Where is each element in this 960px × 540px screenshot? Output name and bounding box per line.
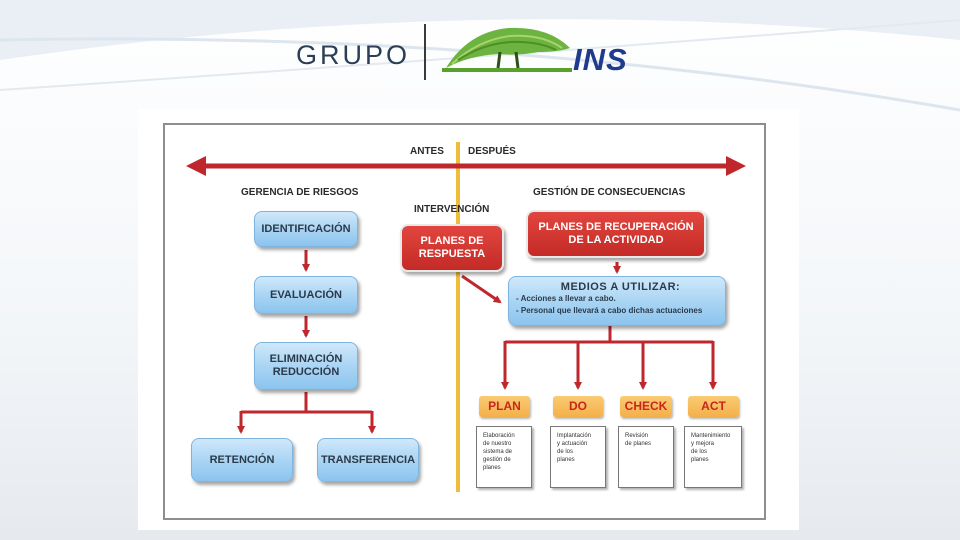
pdca-plan-note: Elaboración de nuestro sistema de gestió… bbox=[476, 426, 532, 488]
logo-separator bbox=[424, 24, 426, 80]
note-line: de los bbox=[557, 449, 574, 455]
box-medios-utilizar: MEDIOS A UTILIZAR: - Acciones a llevar a… bbox=[508, 276, 726, 326]
section-gerencia-riesgos: GERENCIA DE RIESGOS bbox=[241, 187, 359, 198]
pdca-check: CHECK bbox=[620, 396, 672, 417]
note-line: Mantenimiento bbox=[691, 433, 731, 439]
note-line: planes bbox=[483, 465, 501, 471]
note-line: planes bbox=[557, 457, 575, 463]
box-evaluacion-label: EVALUACIÓN bbox=[270, 288, 342, 301]
box-planes-recuperacion-line2: DE LA ACTIVIDAD bbox=[568, 234, 664, 246]
note-line: Elaboración bbox=[483, 433, 515, 439]
pdca-act-note: Mantenimiento y mejora de los planes bbox=[684, 426, 742, 488]
note-line: sistema de bbox=[483, 449, 513, 455]
box-retencion-label: RETENCIÓN bbox=[209, 453, 275, 466]
box-retencion: RETENCIÓN bbox=[191, 438, 293, 482]
note-line: y mejora bbox=[691, 441, 715, 447]
box-reduccion-label: REDUCCIÓN bbox=[272, 366, 340, 378]
medios-title: MEDIOS A UTILIZAR: bbox=[560, 281, 681, 293]
arrow-respuesta-medios bbox=[461, 274, 502, 304]
box-identificacion-label: IDENTIFICACIÓN bbox=[261, 222, 351, 235]
pdca-act: ACT bbox=[688, 396, 739, 417]
medios-item: - Acciones a llevar a cabo. bbox=[516, 294, 616, 303]
box-eliminacion-label: ELIMINACIÓN bbox=[269, 353, 343, 365]
box-identificacion: IDENTIFICACIÓN bbox=[254, 211, 358, 247]
tree-logo-icon bbox=[442, 27, 572, 72]
box-planes-respuesta: PLANES DE RESPUESTA bbox=[400, 224, 504, 272]
label-antes: ANTES bbox=[410, 146, 444, 157]
note-line: gestión de bbox=[483, 457, 511, 463]
pdca-do: DO bbox=[553, 396, 603, 417]
box-planes-recuperacion: PLANES DE RECUPERACIÓN DE LA ACTIVIDAD bbox=[526, 210, 706, 258]
box-planes-recuperacion-line1: PLANES DE RECUPERACIÓN bbox=[538, 221, 694, 233]
box-evaluacion: EVALUACIÓN bbox=[254, 276, 358, 314]
box-planes-respuesta-line1: PLANES DE bbox=[420, 235, 484, 247]
box-transferencia-label: TRANSFERENCIA bbox=[320, 453, 416, 466]
box-planes-respuesta-line2: RESPUESTA bbox=[418, 248, 486, 260]
note-line: y actuación bbox=[557, 441, 588, 447]
timeline-arrow-right-head bbox=[726, 156, 746, 176]
note-line: Revisión bbox=[625, 433, 649, 439]
section-intervencion: INTERVENCIÓN bbox=[414, 204, 490, 215]
note-line: de planes bbox=[625, 441, 652, 447]
pdca-check-note: Revisión de planes bbox=[618, 426, 674, 488]
box-eliminacion: ELIMINACIÓN REDUCCIÓN bbox=[254, 342, 358, 390]
label-despues: DESPUÉS bbox=[468, 146, 516, 157]
logo-ins-text: INS bbox=[573, 42, 628, 77]
timeline-arrow-left-head bbox=[186, 156, 206, 176]
note-line: planes bbox=[691, 457, 709, 463]
note-line: Implantación bbox=[557, 433, 592, 439]
logo-grupo-text: GRUPO bbox=[296, 40, 411, 70]
pdca-plan: PLAN bbox=[479, 396, 530, 417]
note-line: de los bbox=[691, 449, 708, 455]
box-transferencia: TRANSFERENCIA bbox=[317, 438, 419, 482]
pdca-do-note: Implantación y actuación de los planes bbox=[550, 426, 606, 488]
section-gestion-consecuencias: GESTIÓN DE CONSECUENCIAS bbox=[533, 187, 686, 198]
medios-item: - Personal que llevará a cabo dichas act… bbox=[516, 306, 703, 315]
note-line: de nuestro bbox=[483, 441, 512, 447]
